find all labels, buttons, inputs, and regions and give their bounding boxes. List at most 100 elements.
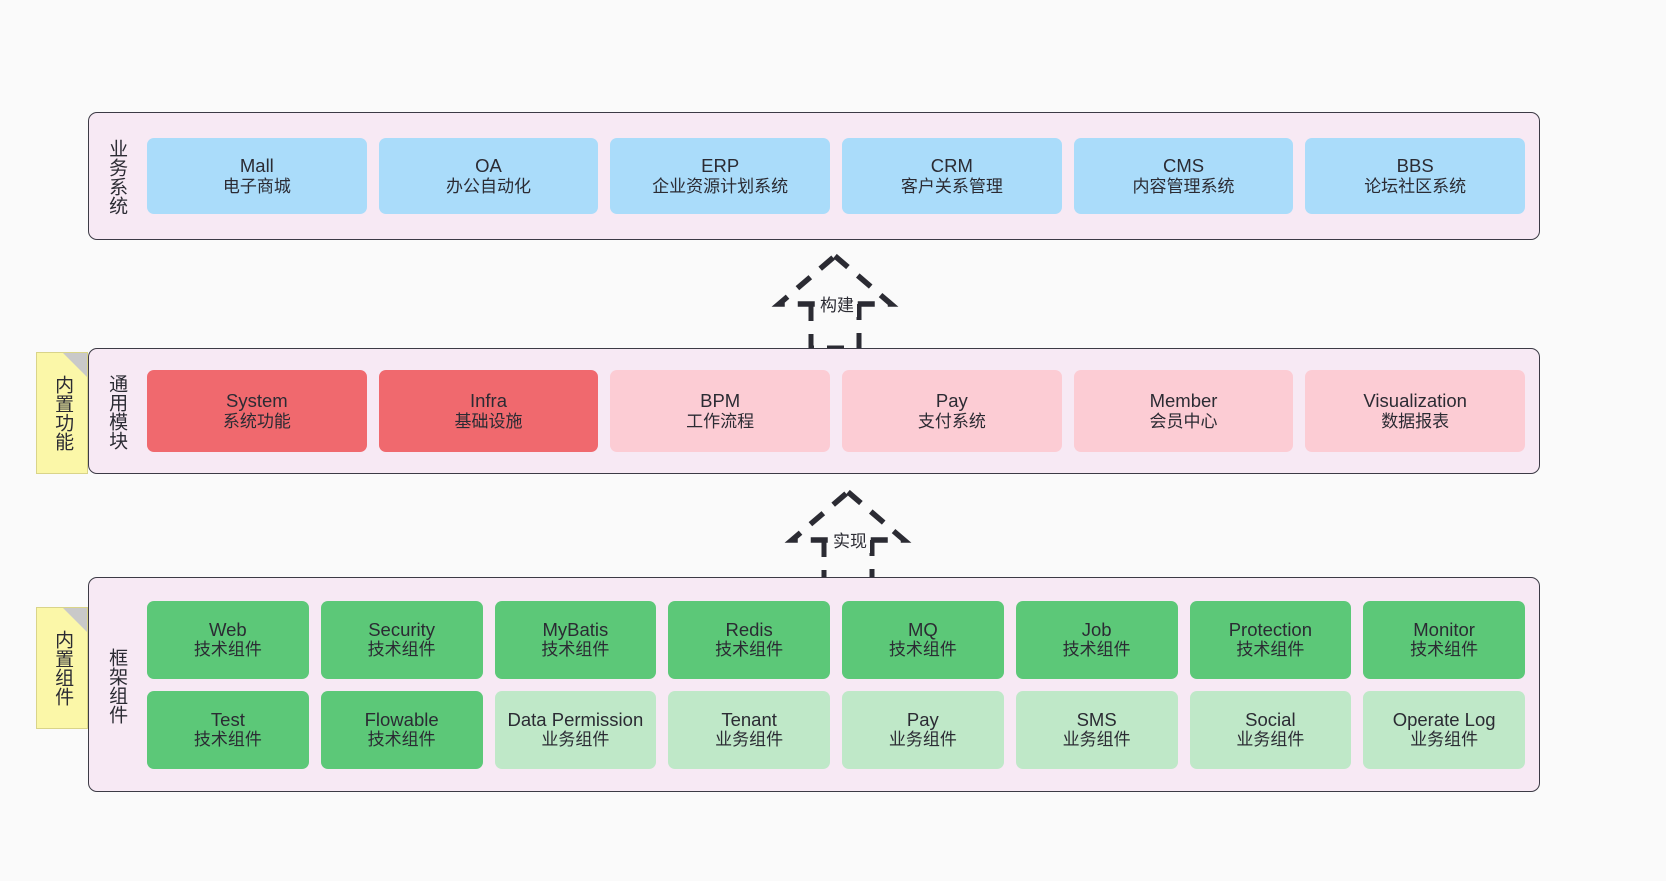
card-title: ERP [701, 155, 740, 177]
card-title: BPM [700, 390, 741, 412]
card-title: Pay [906, 708, 939, 730]
card-infra[interactable]: Infra 基础设施 [378, 370, 599, 452]
layer-framework-cards: Web 技术组件 Security 技术组件 MyBatis 技术组件 Redi… [143, 578, 1539, 791]
card-cms[interactable]: CMS 内容管理系统 [1073, 138, 1294, 214]
card-title: OA [475, 155, 502, 177]
card-visualization[interactable]: Visualization 数据报表 [1305, 370, 1526, 452]
card-bpm[interactable]: BPM 工作流程 [610, 370, 831, 452]
card-subtitle: 客户关系管理 [900, 176, 1003, 196]
framework-card-row-2: Test 技术组件 Flowable 技术组件 Data Permission … [147, 690, 1525, 769]
card-title: SMS [1076, 708, 1117, 730]
card-flowable[interactable]: Flowable 技术组件 [320, 690, 483, 769]
card-title: MyBatis [542, 618, 609, 640]
card-subtitle: 技术组件 [541, 640, 610, 660]
arrow-build: 构建 [755, 252, 915, 351]
card-subtitle: 技术组件 [1236, 640, 1305, 660]
card-subtitle: 内容管理系统 [1132, 176, 1235, 196]
layer-business-title: 业务系统 [106, 139, 128, 215]
note-builtin-features: 内置功能 [36, 352, 88, 474]
card-title: Operate Log [1392, 708, 1496, 730]
card-title: Tenant [721, 708, 777, 730]
layer-framework-components: 框架组件 Web 技术组件 Security 技术组件 MyBatis 技术组件… [88, 577, 1540, 792]
card-crm[interactable]: CRM 客户关系管理 [842, 138, 1062, 214]
card-mq[interactable]: MQ 技术组件 [842, 600, 1004, 679]
business-card-row: Mall 电子商城 OA 办公自动化 ERP 企业资源计划系统 CRM 客户关系… [147, 138, 1526, 214]
card-social[interactable]: Social 业务组件 [1189, 690, 1352, 769]
card-mybatis[interactable]: MyBatis 技术组件 [494, 600, 657, 679]
layer-framework-title: 框架组件 [106, 647, 128, 724]
card-web[interactable]: Web 技术组件 [147, 600, 309, 679]
card-monitor[interactable]: Monitor 技术组件 [1363, 600, 1525, 679]
card-title: Mall [239, 155, 274, 177]
note-text: 内置组件 [52, 630, 74, 706]
card-subtitle: 会员中心 [1149, 411, 1218, 431]
card-title: Social [1245, 708, 1296, 730]
card-subtitle: 技术组件 [1062, 640, 1131, 660]
layer-common-title: 通用模块 [106, 374, 128, 450]
card-pay-module[interactable]: Pay 支付系统 [842, 370, 1062, 452]
card-subtitle: 基础设施 [454, 411, 523, 431]
card-protection[interactable]: Protection 技术组件 [1189, 600, 1352, 679]
card-job[interactable]: Job 技术组件 [1015, 600, 1178, 679]
card-security[interactable]: Security 技术组件 [320, 600, 483, 679]
layer-business-cards: Mall 电子商城 OA 办公自动化 ERP 企业资源计划系统 CRM 客户关系… [143, 113, 1539, 239]
framework-card-row-1: Web 技术组件 Security 技术组件 MyBatis 技术组件 Redi… [147, 600, 1525, 679]
card-subtitle: 业务组件 [541, 730, 610, 750]
card-subtitle: 电子商城 [222, 176, 291, 196]
card-title: Test [210, 708, 245, 730]
card-sms[interactable]: SMS 业务组件 [1015, 690, 1178, 769]
card-title: Pay [935, 390, 968, 412]
note-text: 内置功能 [52, 375, 74, 451]
card-subtitle: 办公自动化 [446, 176, 531, 196]
card-title: Infra [469, 390, 508, 412]
card-subtitle: 论坛社区系统 [1364, 176, 1467, 196]
card-subtitle: 技术组件 [367, 730, 436, 750]
card-subtitle: 业务组件 [715, 730, 784, 750]
card-title: Redis [725, 618, 773, 640]
card-test[interactable]: Test 技术组件 [147, 690, 309, 769]
card-subtitle: 数据报表 [1381, 411, 1450, 431]
card-subtitle: 技术组件 [193, 640, 262, 660]
common-card-row: System 系统功能 Infra 基础设施 BPM 工作流程 Pay 支付系统… [147, 370, 1526, 452]
card-subtitle: 业务组件 [1062, 730, 1131, 750]
card-subtitle: 支付系统 [917, 411, 986, 431]
card-title: Security [368, 618, 436, 640]
card-subtitle: 技术组件 [715, 640, 784, 660]
card-bbs[interactable]: BBS 论坛社区系统 [1305, 138, 1526, 214]
card-subtitle: 技术组件 [193, 730, 262, 750]
arrow-build-label: 构建 [817, 290, 857, 317]
card-subtitle: 工作流程 [686, 411, 755, 431]
card-subtitle: 系统功能 [222, 411, 291, 431]
card-redis[interactable]: Redis 技术组件 [668, 600, 830, 679]
card-mall[interactable]: Mall 电子商城 [147, 138, 367, 214]
layer-common-modules: 通用模块 System 系统功能 Infra 基础设施 BPM 工作流程 Pay… [88, 348, 1540, 474]
card-system[interactable]: System 系统功能 [147, 370, 367, 452]
card-oa[interactable]: OA 办公自动化 [378, 138, 599, 214]
note-builtin-components: 内置组件 [36, 607, 88, 729]
layer-common-cards: System 系统功能 Infra 基础设施 BPM 工作流程 Pay 支付系统… [143, 349, 1539, 473]
card-erp[interactable]: ERP 企业资源计划系统 [610, 138, 831, 214]
card-title: Protection [1228, 618, 1313, 640]
card-title: Monitor [1413, 618, 1475, 640]
card-title: Member [1149, 390, 1218, 412]
card-title: System [225, 390, 288, 412]
card-title: Data Permission [507, 708, 644, 730]
card-subtitle: 技术组件 [1410, 640, 1479, 660]
card-subtitle: 业务组件 [1410, 730, 1479, 750]
card-title: Web [209, 618, 247, 640]
card-data-permission[interactable]: Data Permission 业务组件 [494, 690, 657, 769]
card-tenant[interactable]: Tenant 业务组件 [668, 690, 830, 769]
card-title: MQ [907, 618, 938, 640]
card-title: Job [1081, 618, 1112, 640]
card-title: BBS [1396, 155, 1434, 177]
card-title: Visualization [1363, 390, 1467, 412]
card-subtitle: 技术组件 [367, 640, 436, 660]
arrow-implement-label: 实现 [830, 526, 870, 553]
card-member[interactable]: Member 会员中心 [1073, 370, 1294, 452]
card-pay-component[interactable]: Pay 业务组件 [842, 690, 1004, 769]
card-subtitle: 企业资源计划系统 [652, 176, 789, 196]
layer-business-systems: 业务系统 Mall 电子商城 OA 办公自动化 ERP 企业资源计划系统 CRM… [88, 112, 1540, 240]
card-operate-log[interactable]: Operate Log 业务组件 [1363, 690, 1525, 769]
card-title: CMS [1162, 155, 1205, 177]
